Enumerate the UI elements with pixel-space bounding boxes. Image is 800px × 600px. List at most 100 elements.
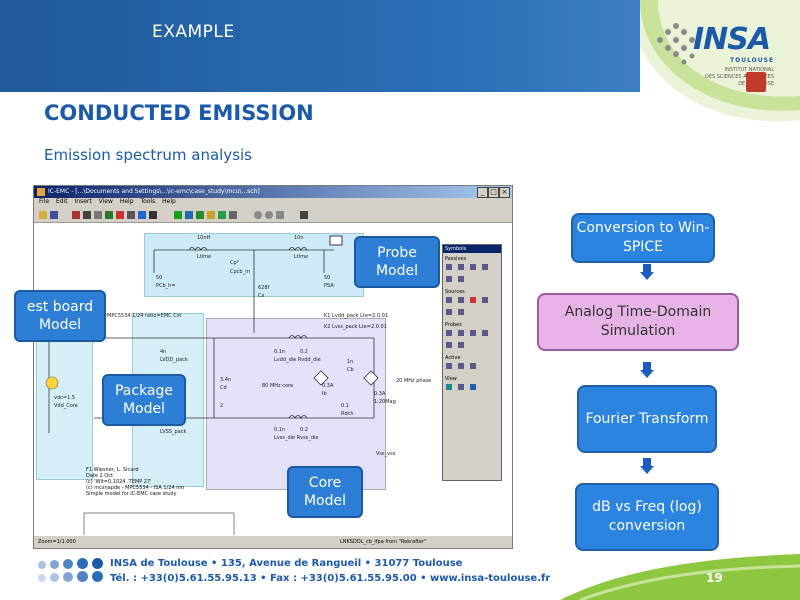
line-symbol-icon[interactable] <box>458 276 464 282</box>
voltage-probe-icon[interactable] <box>446 330 452 336</box>
zoom-in-icon[interactable] <box>254 211 262 219</box>
footer-dot <box>77 571 88 582</box>
label-vdc: vdc=1.5 <box>54 395 76 401</box>
menu-insert[interactable]: Insert <box>74 198 92 205</box>
label-rdch: Rdch <box>341 411 354 417</box>
text-icon[interactable] <box>149 211 157 219</box>
callout-probe-model: Probe Model <box>354 236 440 288</box>
diode-symbol-icon[interactable] <box>482 264 488 270</box>
label-core: 80 MHz core <box>262 383 294 389</box>
label-phase: 20 MHz phase <box>396 378 432 384</box>
current-probe-icon[interactable] <box>458 330 464 336</box>
meter-icon[interactable] <box>446 342 452 348</box>
inductor-icon[interactable] <box>105 211 113 219</box>
antenna-icon[interactable] <box>458 342 464 348</box>
minimize-button[interactable]: _ <box>477 187 488 198</box>
footer-dot <box>38 561 46 569</box>
label-l01b: 0.1n <box>274 427 286 433</box>
footer-dot <box>63 559 73 569</box>
menu-edit[interactable]: Edit <box>55 198 68 205</box>
status-zoom: Zoom=1/1.000 <box>38 539 76 545</box>
callout-testboard-model: est board Model <box>14 290 106 342</box>
ground-symbol-icon[interactable] <box>482 297 488 303</box>
flow-step-conversion: Conversion to Win-SPICE <box>571 213 715 263</box>
footer-contact: Tél. : +33(0)5.61.55.95.13 • Fax : +33(0… <box>110 573 551 584</box>
logo-subtitle: TOULOUSE <box>730 57 775 64</box>
pan-icon[interactable] <box>300 211 308 219</box>
settings-icon[interactable] <box>229 211 237 219</box>
spectrum-icon[interactable] <box>185 211 193 219</box>
pmos-icon[interactable] <box>458 363 464 369</box>
footer-dot <box>50 573 59 582</box>
graph-icon[interactable] <box>207 211 215 219</box>
label-ib: Ib <box>322 391 327 397</box>
capacitor-symbol-icon[interactable] <box>458 264 464 270</box>
zoom-fit-icon[interactable] <box>276 211 284 219</box>
slide-subtitle: Emission spectrum analysis <box>44 146 252 164</box>
status-message: LNKSDDL_cb_ifpa from "Rekrafter" <box>340 539 427 545</box>
sine-icon[interactable] <box>458 309 464 315</box>
probe-icon[interactable] <box>138 211 146 219</box>
label-c03a: 0.3A <box>374 391 386 397</box>
window-titlebar: IC-EMC - [...\Documents and Settings\...… <box>34 186 512 198</box>
testboard-region <box>36 328 93 480</box>
footer-dot <box>92 558 103 569</box>
ic-emc-window: IC-EMC - [...\Documents and Settings\...… <box>33 185 513 549</box>
view-list-icon[interactable] <box>458 384 464 390</box>
maximize-button[interactable]: □ <box>488 187 499 198</box>
open-icon[interactable] <box>39 211 47 219</box>
status-bar: Zoom=1/1.000 LNKSDDL_cb_ifpa from "Rekra… <box>34 536 512 548</box>
resistor-symbol-icon[interactable] <box>446 264 452 270</box>
view-3d-icon[interactable] <box>470 384 476 390</box>
save-icon[interactable] <box>50 211 58 219</box>
label-l4a: 4n <box>160 349 167 355</box>
inductor-symbol-icon[interactable] <box>470 264 476 270</box>
menu-bar: File Edit Insert View Help Tools Help <box>34 198 512 208</box>
source-icon[interactable] <box>116 211 124 219</box>
label-l02a: 0.2 <box>300 349 308 355</box>
label-cd: Cd <box>220 385 227 391</box>
label-cb: Cb <box>347 367 354 373</box>
menu-view[interactable]: View <box>98 198 113 205</box>
label-c2: 2 <box>220 403 224 409</box>
window-title: IC-EMC - [...\Documents and Settings\...… <box>48 188 260 195</box>
label-r50a: 50 <box>156 275 163 281</box>
label-k1: K1 Lvdd_pack Lte=2.0.01 <box>324 313 389 319</box>
label-psa: PSA <box>324 283 334 289</box>
menu-file[interactable]: File <box>39 198 50 205</box>
label-r50b: 50 <box>324 275 331 281</box>
menu-help-2[interactable]: Help <box>162 198 176 205</box>
menu-tools[interactable]: Tools <box>140 198 156 205</box>
menu-help[interactable]: Help <box>119 198 134 205</box>
palette-view: View <box>445 376 457 382</box>
ground-icon[interactable] <box>127 211 135 219</box>
pulse-icon[interactable] <box>470 297 476 303</box>
transformer-symbol-icon[interactable] <box>446 276 452 282</box>
zoom-out-icon[interactable] <box>265 211 273 219</box>
section-title: EXAMPLE <box>152 22 235 42</box>
palette-title: Symbols <box>443 245 501 253</box>
label-c1n: 1n <box>347 359 354 365</box>
field-probe-icon[interactable] <box>470 330 476 336</box>
arrow-down-icon <box>640 264 654 280</box>
resistor-icon[interactable] <box>83 211 91 219</box>
label-r01: 0.1 <box>341 403 349 409</box>
header-band <box>0 0 640 92</box>
chart-icon[interactable] <box>196 211 204 219</box>
footer-swoosh <box>560 554 800 600</box>
symbols-palette: Symbols Passives Sources Probes Active V… <box>442 244 502 481</box>
label-k2: K2 Lvss_pack Lte=2.0.01 <box>324 324 387 330</box>
view-grid-icon[interactable] <box>446 384 452 390</box>
wire-icon[interactable] <box>72 211 80 219</box>
close-button[interactable]: × <box>499 187 510 198</box>
buffer-icon[interactable] <box>470 363 476 369</box>
vsource-icon[interactable] <box>446 297 452 303</box>
simulate-icon[interactable] <box>174 211 182 219</box>
vdd-icon[interactable] <box>446 309 452 315</box>
capacitor-icon[interactable] <box>94 211 102 219</box>
label-lvdd-die: Lvdd_die Rvdd_die <box>274 357 321 363</box>
scope-icon[interactable] <box>482 330 488 336</box>
isource-icon[interactable] <box>458 297 464 303</box>
nmos-icon[interactable] <box>446 363 452 369</box>
report-icon[interactable] <box>218 211 226 219</box>
